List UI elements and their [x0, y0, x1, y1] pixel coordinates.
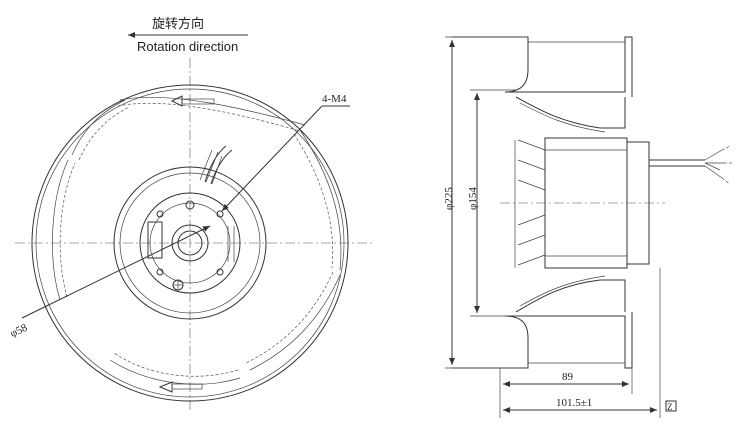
depth-label: 89: [562, 371, 574, 383]
motor-hub-ring: [139, 192, 241, 294]
inlet-shroud-bottom: [452, 312, 633, 369]
holes-leader: [221, 105, 323, 212]
rotation-label-en: Rotation direction: [137, 39, 238, 54]
hub-diameter-callout: φ58: [8, 322, 29, 340]
cable-entry: [199, 145, 233, 185]
rating-label: [227, 226, 235, 262]
motor-base-ring: [113, 166, 267, 320]
mounting-holes: [156, 200, 224, 291]
side-blades: [514, 139, 546, 268]
impeller-outer-edge: [31, 84, 349, 402]
inlet-shroud-top: [452, 36, 633, 97]
motor-cable: [649, 145, 733, 185]
inlet-diameter-label: φ154: [467, 187, 479, 210]
impeller-profile-bottom: [515, 279, 626, 313]
side-view: φ225 φ154 89 101.5±1 Z: [443, 36, 733, 418]
box-mark-label: Z: [667, 402, 673, 412]
motor-base-ring-inner: [119, 172, 261, 314]
balance-clip-top: [170, 95, 215, 107]
front-view: 旋转方向 Rotation direction: [8, 16, 375, 410]
holes-callout: 4-M4: [322, 93, 347, 105]
impeller-profile-top: [515, 96, 626, 129]
hub-diameter-leader: [21, 225, 211, 319]
impeller-blades: [52, 97, 342, 385]
shaft-bore-outer: [171, 224, 209, 262]
terminal-block: [147, 221, 163, 259]
shaft-bore-inner: [177, 230, 203, 256]
impeller-outer-edge-inner: [35, 88, 345, 398]
rotation-label-cn: 旋转方向: [152, 16, 204, 32]
box-mark: [665, 400, 677, 412]
motor-hub-ring-inner: [149, 202, 231, 284]
outer-diameter-label: φ225: [443, 187, 455, 210]
total-depth-label: 101.5±1: [556, 397, 592, 409]
balance-clip-bottom: [158, 381, 203, 393]
